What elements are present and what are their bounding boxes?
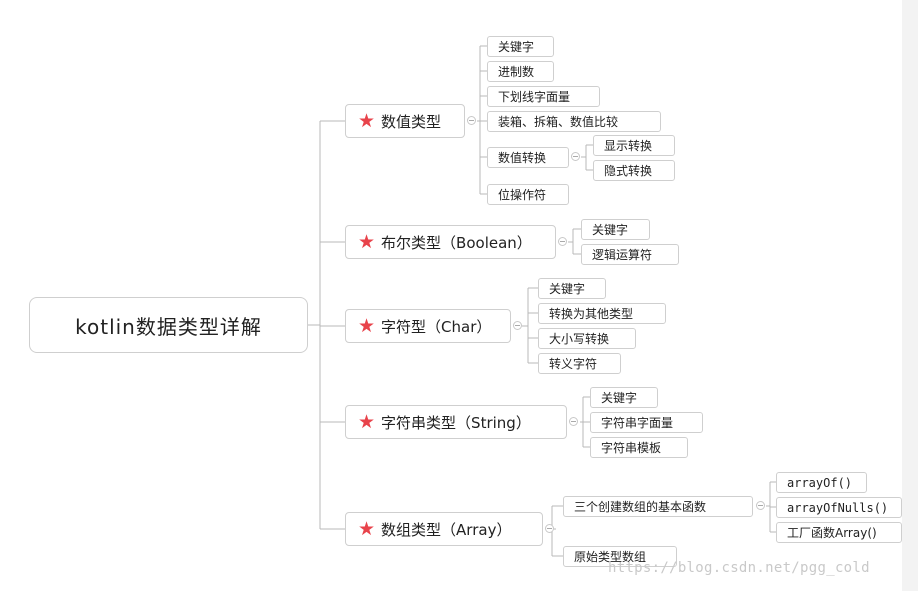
category-numeric[interactable]: ★ 数值类型 — [345, 104, 465, 138]
connector — [522, 287, 538, 364]
leaf-radix[interactable]: 进制数 — [487, 61, 554, 82]
leaf-label: 显示转换 — [604, 139, 653, 153]
leaf-keyword[interactable]: 关键字 — [538, 278, 606, 299]
collapse-toggle-icon[interactable] — [558, 237, 567, 246]
leaf-label: 关键字 — [601, 391, 638, 405]
connector — [568, 228, 581, 255]
leaf-label: 装箱、拆箱、数值比较 — [498, 115, 619, 129]
category-array[interactable]: ★ 数组类型（Array） — [345, 512, 543, 546]
leaf-label: 位操作符 — [498, 188, 547, 202]
connector — [580, 396, 590, 448]
category-label: 字符串类型（String） — [381, 413, 531, 432]
category-label: 数值类型 — [381, 112, 442, 131]
leaf-label: 工厂函数Array() — [787, 526, 877, 540]
leaf-underscore-literal[interactable]: 下划线字面量 — [487, 86, 600, 107]
leaf-logical-operators[interactable]: 逻辑运算符 — [581, 244, 679, 265]
leaf-convert-types[interactable]: 转换为其他类型 — [538, 303, 666, 324]
leaf-arrayofnulls[interactable]: arrayOfNulls() — [776, 497, 902, 518]
collapse-toggle-icon[interactable] — [545, 524, 554, 533]
leaf-label: 进制数 — [498, 65, 535, 79]
leaf-label: 转换为其他类型 — [549, 307, 634, 321]
leaf-keyword[interactable]: 关键字 — [590, 387, 658, 408]
star-icon: ★ — [358, 517, 376, 540]
leaf-implicit-conversion[interactable]: 隐式转换 — [593, 160, 675, 181]
leaf-bitwise-operators[interactable]: 位操作符 — [487, 184, 569, 205]
leaf-label: 字符串模板 — [601, 441, 662, 455]
star-icon: ★ — [358, 109, 376, 132]
leaf-string-template[interactable]: 字符串模板 — [590, 437, 688, 458]
leaf-primitive-arrays[interactable]: 原始类型数组 — [563, 546, 677, 567]
collapse-toggle-icon[interactable] — [571, 152, 580, 161]
leaf-keyword[interactable]: 关键字 — [487, 36, 554, 57]
category-boolean[interactable]: ★ 布尔类型（Boolean） — [345, 225, 556, 259]
leaf-explicit-conversion[interactable]: 显示转换 — [593, 135, 675, 156]
leaf-escape-chars[interactable]: 转义字符 — [538, 353, 621, 374]
leaf-label: 数值转换 — [498, 151, 547, 165]
category-char[interactable]: ★ 字符型（Char） — [345, 309, 511, 343]
star-icon: ★ — [358, 314, 376, 337]
collapse-toggle-icon[interactable] — [467, 116, 476, 125]
category-label: 数组类型（Array） — [381, 520, 512, 539]
leaf-label: 关键字 — [498, 40, 535, 54]
leaf-case-conversion[interactable]: 大小写转换 — [538, 328, 636, 349]
watermark: https://blog.csdn.net/pgg_cold — [608, 560, 870, 576]
leaf-boxing[interactable]: 装箱、拆箱、数值比较 — [487, 111, 661, 132]
leaf-string-literal[interactable]: 字符串字面量 — [590, 412, 703, 433]
leaf-keyword[interactable]: 关键字 — [581, 219, 650, 240]
star-icon: ★ — [358, 230, 376, 253]
collapse-toggle-icon[interactable] — [756, 501, 765, 510]
connector — [551, 505, 563, 557]
connector — [581, 144, 593, 171]
category-label: 布尔类型（Boolean） — [381, 233, 532, 252]
leaf-label: arrayOfNulls() — [787, 500, 889, 515]
leaf-label: arrayOf() — [787, 475, 853, 490]
root-label: kotlin数据类型详解 — [75, 314, 262, 339]
page-edge — [902, 0, 918, 591]
leaf-label: 关键字 — [592, 223, 629, 237]
leaf-label: 大小写转换 — [549, 332, 610, 346]
leaf-numeric-conversion[interactable]: 数值转换 — [487, 147, 569, 168]
collapse-toggle-icon[interactable] — [569, 417, 578, 426]
connector — [766, 481, 776, 533]
leaf-label: 下划线字面量 — [498, 90, 571, 104]
leaf-label: 关键字 — [549, 282, 586, 296]
connector — [480, 45, 487, 195]
leaf-label: 转义字符 — [549, 357, 598, 371]
collapse-toggle-icon[interactable] — [513, 321, 522, 330]
leaf-label: 逻辑运算符 — [592, 248, 653, 262]
star-icon: ★ — [358, 410, 376, 433]
leaf-label: 原始类型数组 — [574, 550, 647, 564]
leaf-label: 字符串字面量 — [601, 416, 674, 430]
leaf-label: 三个创建数组的基本函数 — [574, 500, 707, 514]
root-node[interactable]: kotlin数据类型详解 — [29, 297, 308, 353]
leaf-arrayof[interactable]: arrayOf() — [776, 472, 867, 493]
category-label: 字符型（Char） — [381, 317, 492, 336]
leaf-basic-array-functions[interactable]: 三个创建数组的基本函数 — [563, 496, 753, 517]
leaf-label: 隐式转换 — [604, 164, 653, 178]
leaf-array-factory[interactable]: 工厂函数Array() — [776, 522, 902, 543]
category-string[interactable]: ★ 字符串类型（String） — [345, 405, 567, 439]
